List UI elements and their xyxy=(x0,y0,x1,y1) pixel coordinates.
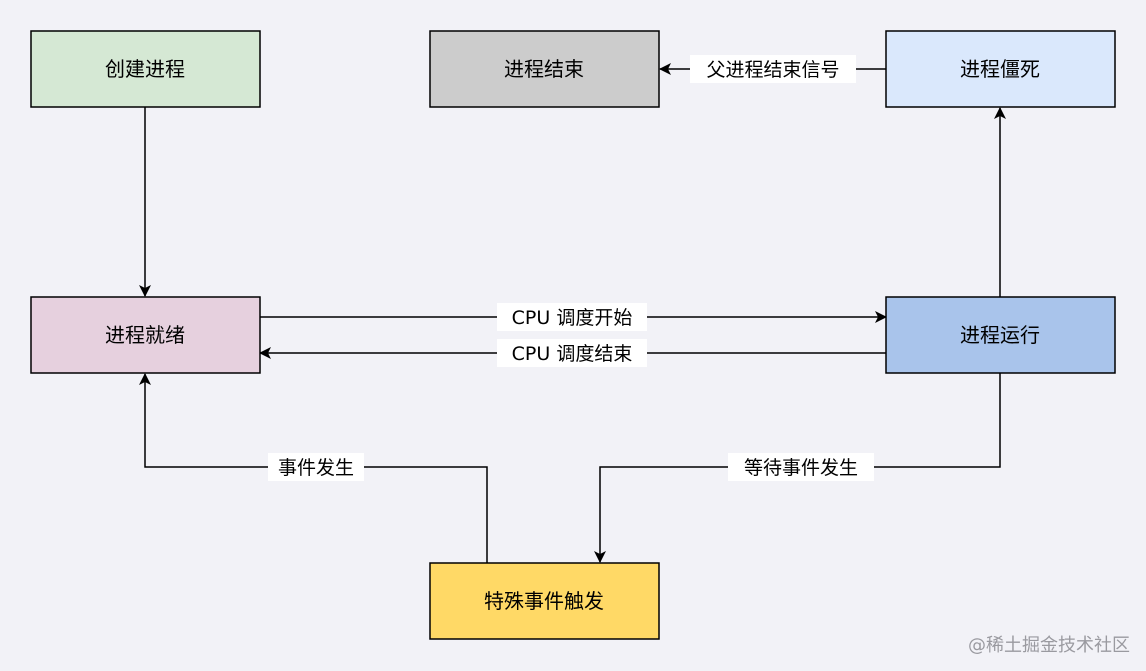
label-bg-cpu-start xyxy=(497,303,647,331)
edge-label-cpu-schedule-end: CPU 调度结束 xyxy=(512,343,633,365)
edge-label-event-occurs: 事件发生 xyxy=(278,457,354,479)
node-create: 创建进程 xyxy=(30,30,261,108)
node-special: 特殊事件触发 xyxy=(429,562,660,640)
node-running: 进程运行 xyxy=(885,296,1116,374)
node-zombie-label: 进程僵死 xyxy=(960,57,1040,81)
edge-labels: 父进程结束信号 CPU 调度开始 CPU 调度结束 事件发生 等待事件发生 xyxy=(268,55,874,481)
node-special-label: 特殊事件触发 xyxy=(484,589,604,613)
node-ended: 进程结束 xyxy=(429,30,660,108)
node-ready-label: 进程就绪 xyxy=(105,323,185,347)
node-ended-label: 进程结束 xyxy=(504,57,584,81)
edge-label-wait-event: 等待事件发生 xyxy=(744,457,858,479)
edge-label-parent-end-signal: 父进程结束信号 xyxy=(706,59,839,81)
label-bg-parent-end xyxy=(690,55,856,83)
label-bg-event xyxy=(268,453,364,481)
label-bg-cpu-end xyxy=(497,339,647,367)
edge-label-cpu-schedule-start: CPU 调度开始 xyxy=(512,307,633,329)
node-create-label: 创建进程 xyxy=(105,57,185,81)
node-ready: 进程就绪 xyxy=(30,296,261,374)
node-running-label: 进程运行 xyxy=(960,323,1040,347)
label-bg-wait xyxy=(728,453,874,481)
node-zombie: 进程僵死 xyxy=(885,30,1116,108)
watermark: @稀土掘金技术社区 xyxy=(968,635,1130,656)
